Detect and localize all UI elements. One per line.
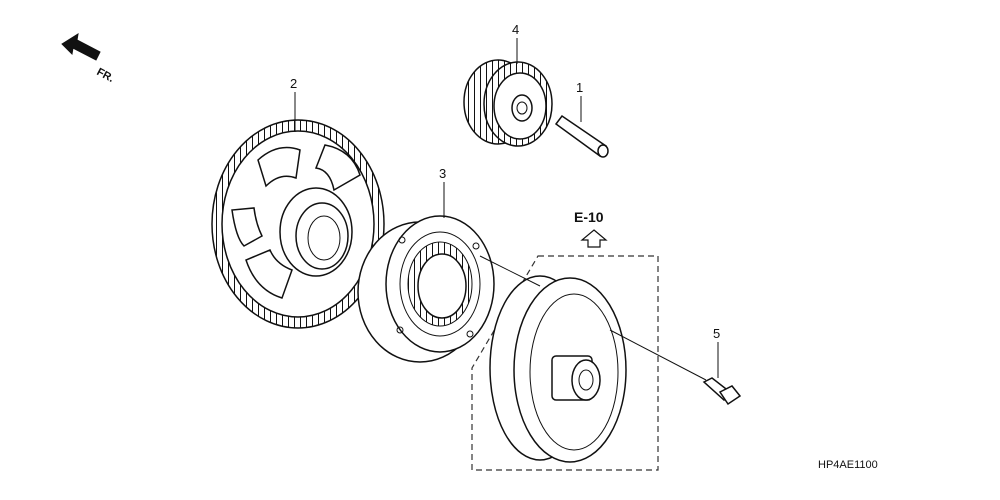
diagram-code: HP4AE1100 xyxy=(818,459,878,471)
starter-clutch xyxy=(357,215,495,363)
idle-gear xyxy=(463,59,553,147)
axis-line xyxy=(479,255,541,287)
reference-outline xyxy=(471,255,659,471)
front-direction-arrow-icon: FR. xyxy=(61,32,116,85)
reference-label: E-10 xyxy=(574,209,604,225)
callout-3: 3 xyxy=(439,166,446,181)
starter-driven-gear xyxy=(211,119,385,329)
callout-1: 1 xyxy=(576,80,583,95)
callout-4: 4 xyxy=(512,22,519,37)
direction-label: FR. xyxy=(95,66,116,85)
flywheel-assembly xyxy=(489,275,627,463)
idle-gear-shaft xyxy=(554,114,609,158)
callout-2: 2 xyxy=(290,76,297,91)
up-arrow-icon xyxy=(580,229,608,248)
callout-5: 5 xyxy=(713,326,720,341)
flange-bolt xyxy=(702,377,742,406)
axis-line xyxy=(609,329,707,381)
